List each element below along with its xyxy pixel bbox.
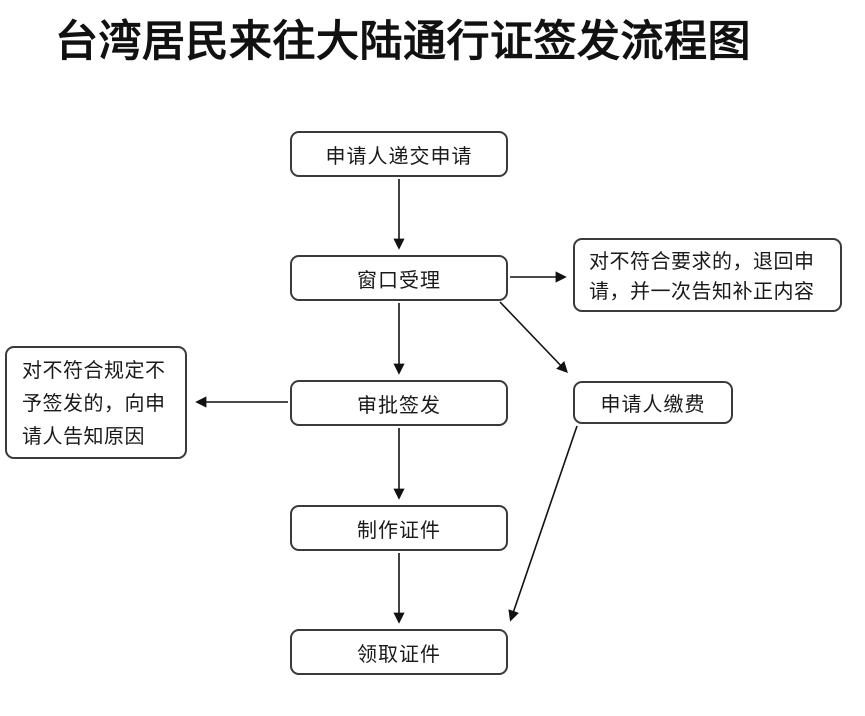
node-collect-document: 领取证件	[290, 629, 508, 675]
node-reject-return-line-2: 请，并一次告知补正内容	[589, 281, 815, 303]
node-reject-return-line-1: 对不符合要求的，退回申	[589, 251, 815, 273]
node-window-acceptance: 窗口受理	[290, 255, 508, 301]
node-submit-application: 申请人递交申请	[290, 131, 508, 177]
page-title: 台湾居民来往大陆通行证签发流程图	[55, 18, 751, 66]
node-applicant-payment-label: 申请人缴费	[600, 394, 706, 416]
arrow-window-to-pay	[499, 301, 568, 374]
node-approval-issuance: 审批签发	[290, 380, 508, 426]
node-reject-notify-line-2: 予签发的，向申	[22, 393, 166, 415]
node-reject-return-application: 对不符合要求的，退回申 请，并一次告知补正内容	[573, 238, 842, 312]
arrow-pay-to-collect	[508, 425, 578, 622]
node-reject-notify-line-1: 对不符合规定不	[22, 360, 166, 382]
node-collect-document-label: 领取证件	[357, 643, 441, 666]
node-applicant-payment: 申请人缴费	[573, 381, 733, 424]
node-reject-notify-line-3: 请人告知原因	[22, 426, 145, 448]
node-submit-application-label: 申请人递交申请	[325, 145, 473, 168]
node-window-acceptance-label: 窗口受理	[357, 269, 441, 292]
node-approval-issuance-label: 审批签发	[357, 394, 441, 417]
node-reject-notify-reason: 对不符合规定不 予签发的，向申 请人告知原因	[5, 346, 187, 459]
node-produce-document-label: 制作证件	[357, 519, 441, 542]
node-produce-document: 制作证件	[290, 505, 508, 551]
